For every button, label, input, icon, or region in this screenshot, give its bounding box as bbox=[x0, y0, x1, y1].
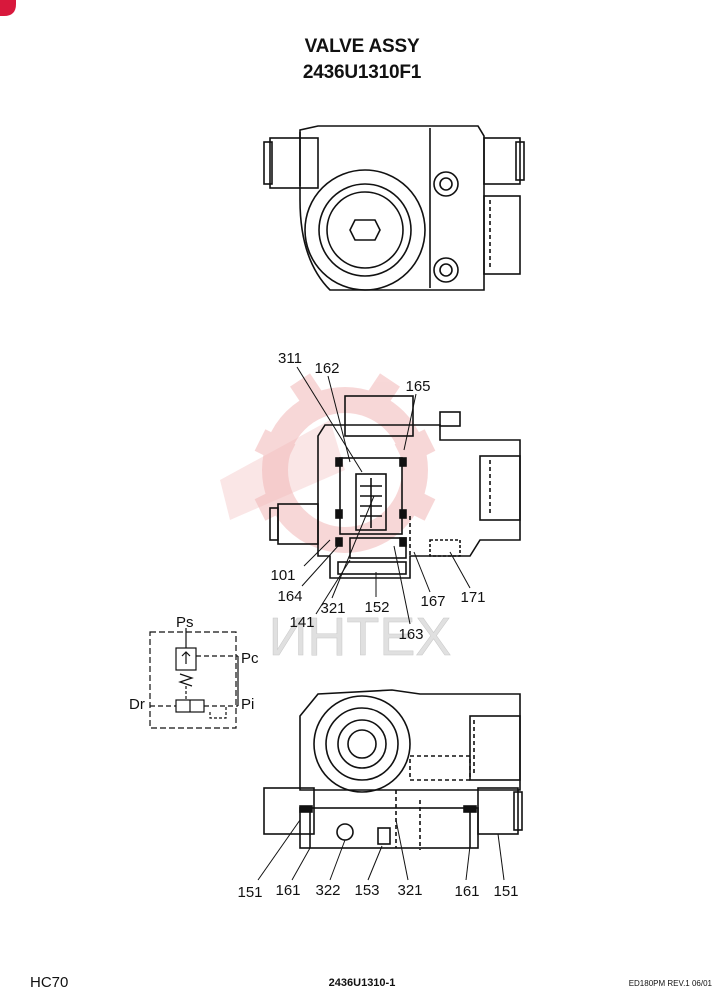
callout-101: 101 bbox=[270, 567, 295, 584]
callout-141: 141 bbox=[289, 614, 314, 631]
hydraulic-schematic bbox=[149, 628, 239, 729]
section-leaders bbox=[296, 366, 471, 625]
callout-321-bottom: 321 bbox=[397, 882, 422, 899]
callout-322: 322 bbox=[315, 882, 340, 899]
port-ps: Ps bbox=[176, 614, 194, 631]
callout-165: 165 bbox=[405, 378, 430, 395]
footer-revision: ED180PM REV.1 06/01 bbox=[628, 979, 712, 988]
footer-model: HC70 bbox=[30, 974, 69, 991]
callout-153: 153 bbox=[354, 882, 379, 899]
schematic-port-labels: Ps Pc Dr Pi bbox=[129, 614, 259, 713]
section-callout-labels: 311 162 165 101 164 141 321 152 167 171 … bbox=[270, 350, 485, 643]
callout-321: 321 bbox=[320, 600, 345, 617]
bottom-view bbox=[263, 689, 523, 850]
top-view bbox=[263, 125, 525, 291]
callout-171: 171 bbox=[460, 589, 485, 606]
callout-161-left: 161 bbox=[275, 882, 300, 899]
callout-163: 163 bbox=[398, 626, 423, 643]
port-dr: Dr bbox=[129, 696, 145, 713]
callout-151-right: 151 bbox=[493, 883, 518, 900]
bottom-leaders bbox=[257, 819, 505, 881]
port-pi: Pi bbox=[241, 696, 254, 713]
watermark-text: ИНТЕХ bbox=[269, 607, 452, 667]
callout-152: 152 bbox=[364, 599, 389, 616]
port-pc: Pc bbox=[241, 650, 259, 667]
drawing-title: VALVE ASSY bbox=[304, 36, 420, 57]
callout-161-right: 161 bbox=[454, 883, 479, 900]
callout-167: 167 bbox=[420, 593, 445, 610]
bottom-callout-labels: 151 161 322 153 321 161 151 bbox=[237, 882, 518, 901]
footer-page-code: 2436U1310-1 bbox=[328, 977, 396, 989]
part-number: 2436U1310F1 bbox=[302, 62, 422, 83]
corner-tab-mark bbox=[0, 0, 16, 16]
callout-164: 164 bbox=[277, 588, 302, 605]
callout-151-left: 151 bbox=[237, 884, 262, 901]
callout-311: 311 bbox=[278, 350, 302, 367]
callout-162: 162 bbox=[314, 360, 339, 377]
section-view bbox=[269, 395, 521, 579]
